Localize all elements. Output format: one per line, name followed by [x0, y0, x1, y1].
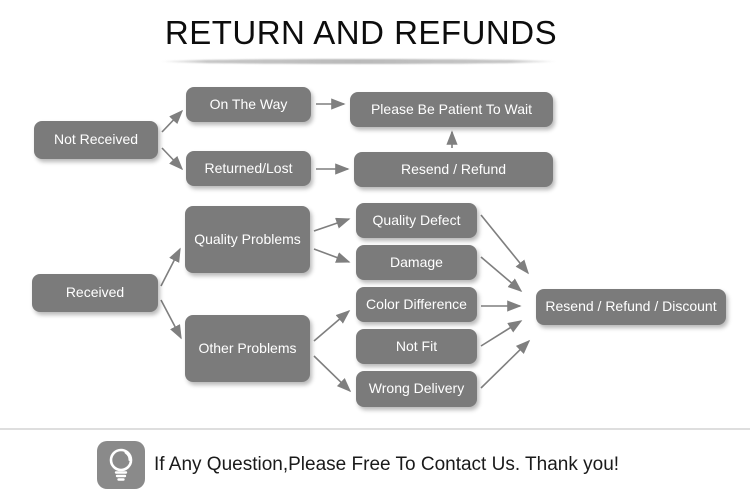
- flow-node-not-fit: Not Fit: [356, 329, 477, 364]
- arrow-received-quality-problems: [160, 247, 181, 287]
- footer-text: If Any Question,Please Free To Contact U…: [154, 454, 620, 475]
- flow-node-wrong-delivery: Wrong Delivery: [356, 371, 477, 407]
- title-underline: [160, 59, 557, 64]
- arrow-quality-problems-damage: [313, 248, 351, 263]
- flow-node-received: Received: [32, 274, 158, 312]
- arrow-other-problems-wrong-delivery: [313, 355, 352, 393]
- flow-node-resend-refund: Resend / Refund: [354, 152, 553, 187]
- page-title: RETURN AND REFUNDS: [164, 14, 558, 51]
- lightbulb-icon-glyph: [109, 448, 133, 481]
- flow-node-on-the-way: On The Way: [186, 87, 311, 122]
- arrow-quality-problems-quality-defect: [313, 217, 351, 232]
- flow-node-damage: Damage: [356, 245, 477, 280]
- flow-node-not-received: Not Received: [34, 121, 158, 159]
- flow-node-other-problems: Other Problems: [185, 315, 310, 382]
- arrow-not-received-returned-lost: [161, 147, 184, 171]
- flow-node-resend-refund-discount: Resend / Refund / Discount: [536, 289, 726, 325]
- arrow-other-problems-color-difference: [313, 309, 351, 342]
- lightbulb-icon: [97, 441, 145, 489]
- footer-divider: [0, 428, 750, 430]
- flow-node-color-difference: Color Difference: [356, 287, 477, 322]
- arrow-received-other-problems: [160, 299, 182, 340]
- arrow-quality-defect-final: [480, 214, 530, 275]
- footer: If Any Question,Please Free To Contact U…: [97, 441, 619, 489]
- flow-node-returned-lost: Returned/Lost: [186, 151, 311, 186]
- arrow-not-fit-final: [480, 320, 523, 347]
- flow-node-please-be-patient: Please Be Patient To Wait: [350, 92, 553, 127]
- flow-node-quality-problems: Quality Problems: [185, 206, 310, 273]
- arrow-wrong-delivery-final: [480, 339, 531, 389]
- flow-node-quality-defect: Quality Defect: [356, 203, 477, 238]
- arrow-damage-final: [480, 256, 523, 293]
- arrow-not-received-on-the-way: [161, 109, 184, 133]
